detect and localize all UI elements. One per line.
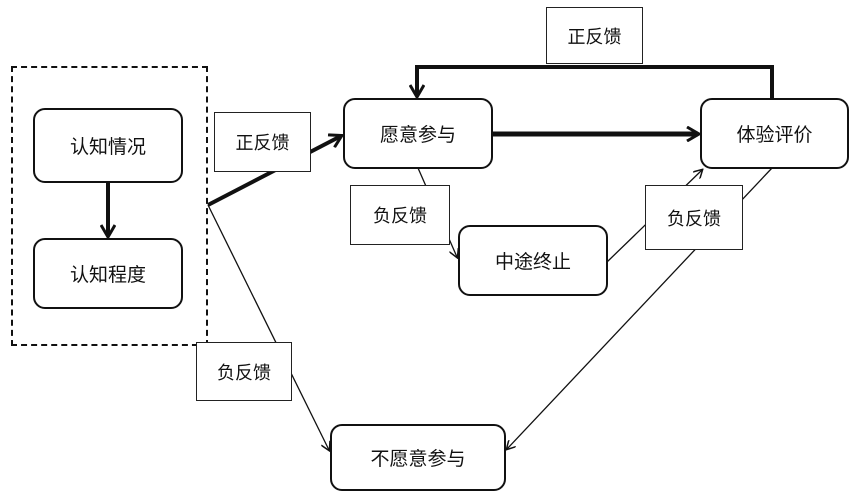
label-negative-feedback-mid: 负反馈 [350,185,450,245]
awareness-group [11,66,208,346]
node-willing: 愿意参与 [343,98,493,169]
node-awareness-status: 认知情况 [33,108,183,183]
node-awareness-level: 认知程度 [33,238,183,309]
label-positive-feedback-top: 正反馈 [546,7,643,64]
label-negative-feedback-right: 负反馈 [645,185,743,250]
node-evaluation: 体验评价 [700,98,849,169]
node-unwilling: 不愿意参与 [330,424,506,491]
arrow-evaluation-to-willing-loop [417,65,774,98]
label-positive-feedback-left: 正反馈 [214,112,311,172]
label-negative-feedback-bottom: 负反馈 [196,342,292,401]
node-dropout: 中途终止 [458,225,608,296]
arrow-group-to-unwilling [207,204,329,450]
